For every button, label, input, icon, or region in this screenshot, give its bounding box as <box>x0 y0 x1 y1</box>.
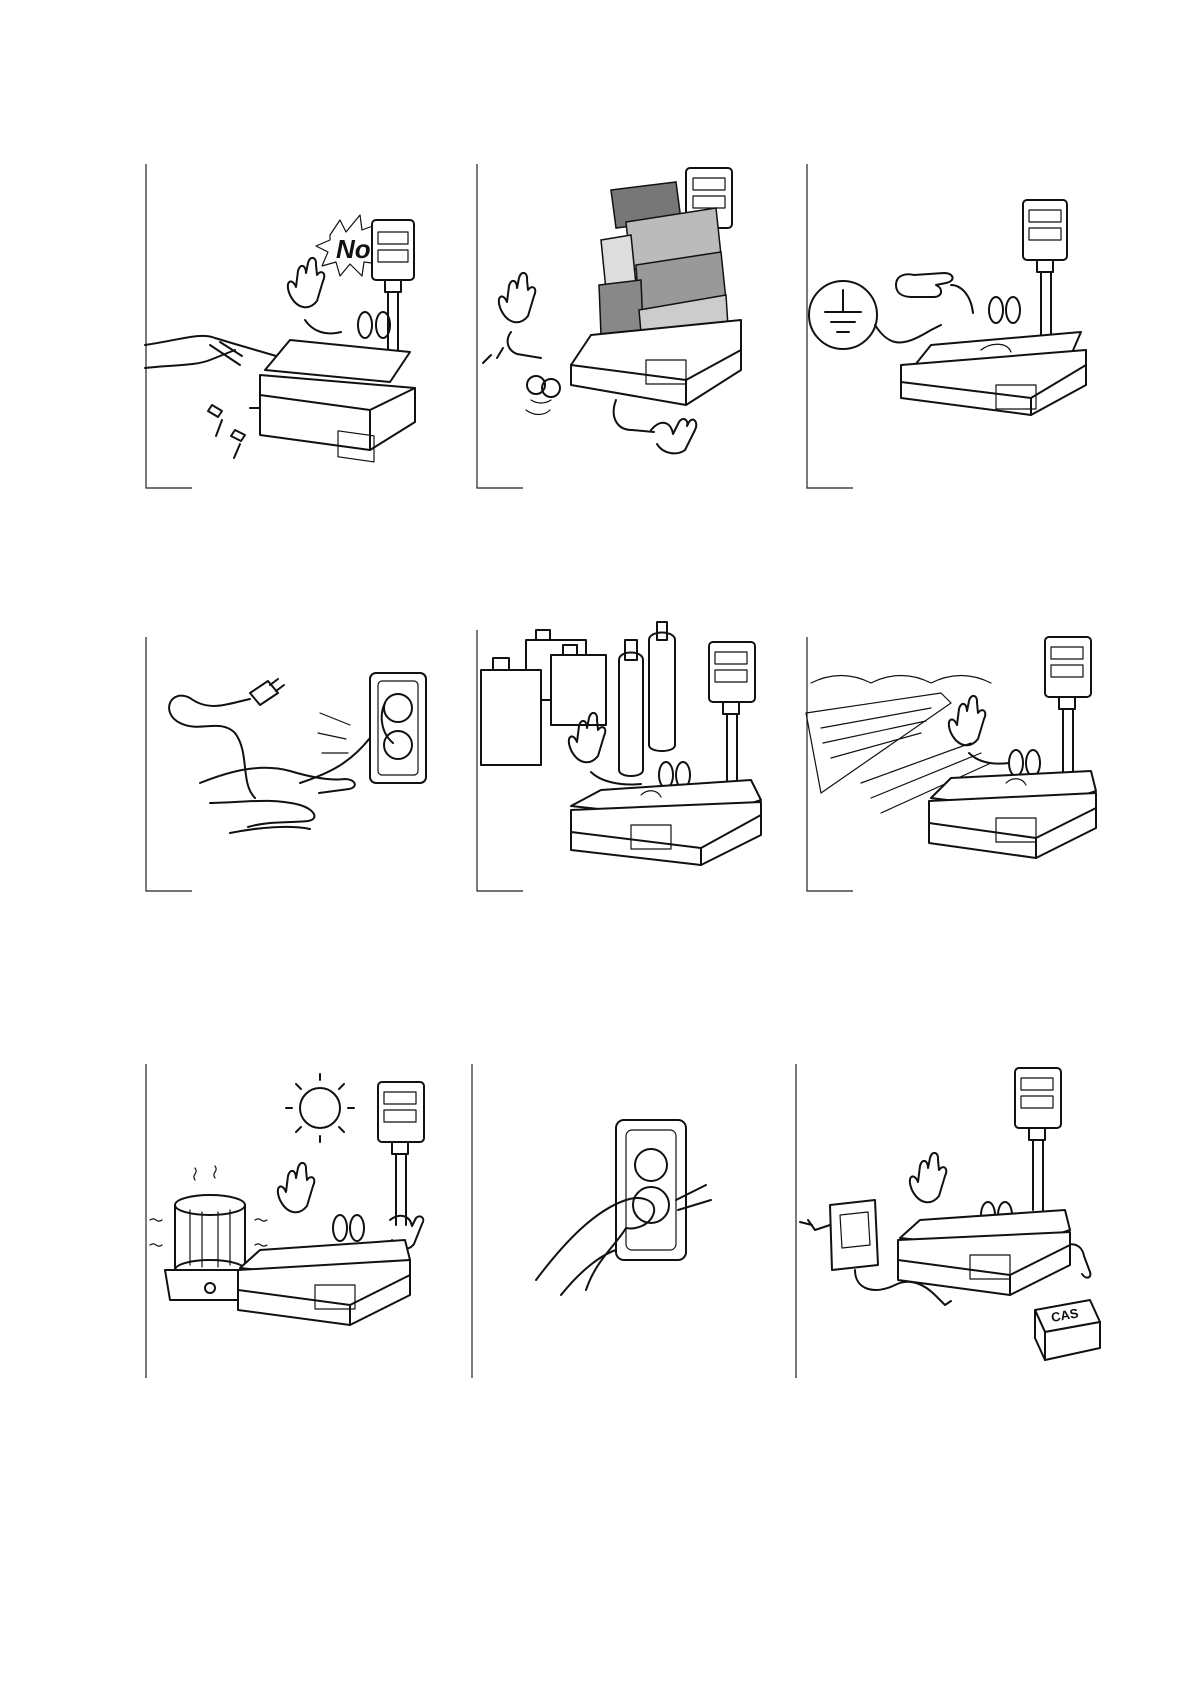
wall-socket-icon <box>616 1120 686 1260</box>
panel-no-heat-sunlight <box>140 1060 450 1380</box>
panel-grounding <box>801 160 1111 490</box>
chemical-containers-icon <box>481 622 675 776</box>
panel-no-humidity <box>801 633 1111 893</box>
sun-icon <box>286 1074 354 1142</box>
panel-no-disassembly: No <box>140 160 450 490</box>
wall-socket-icon <box>370 673 426 783</box>
panel-unplug-by-plug <box>140 633 450 893</box>
panel-secure-outlet <box>466 1060 776 1380</box>
no-callout-text: No <box>336 234 371 264</box>
panel-use-original-adapter: CAS <box>790 1060 1110 1380</box>
ground-symbol-icon <box>809 281 877 349</box>
cas-box-icon: CAS <box>1035 1300 1100 1360</box>
panel-no-chemicals <box>471 610 781 893</box>
panel-no-overload <box>471 160 781 490</box>
